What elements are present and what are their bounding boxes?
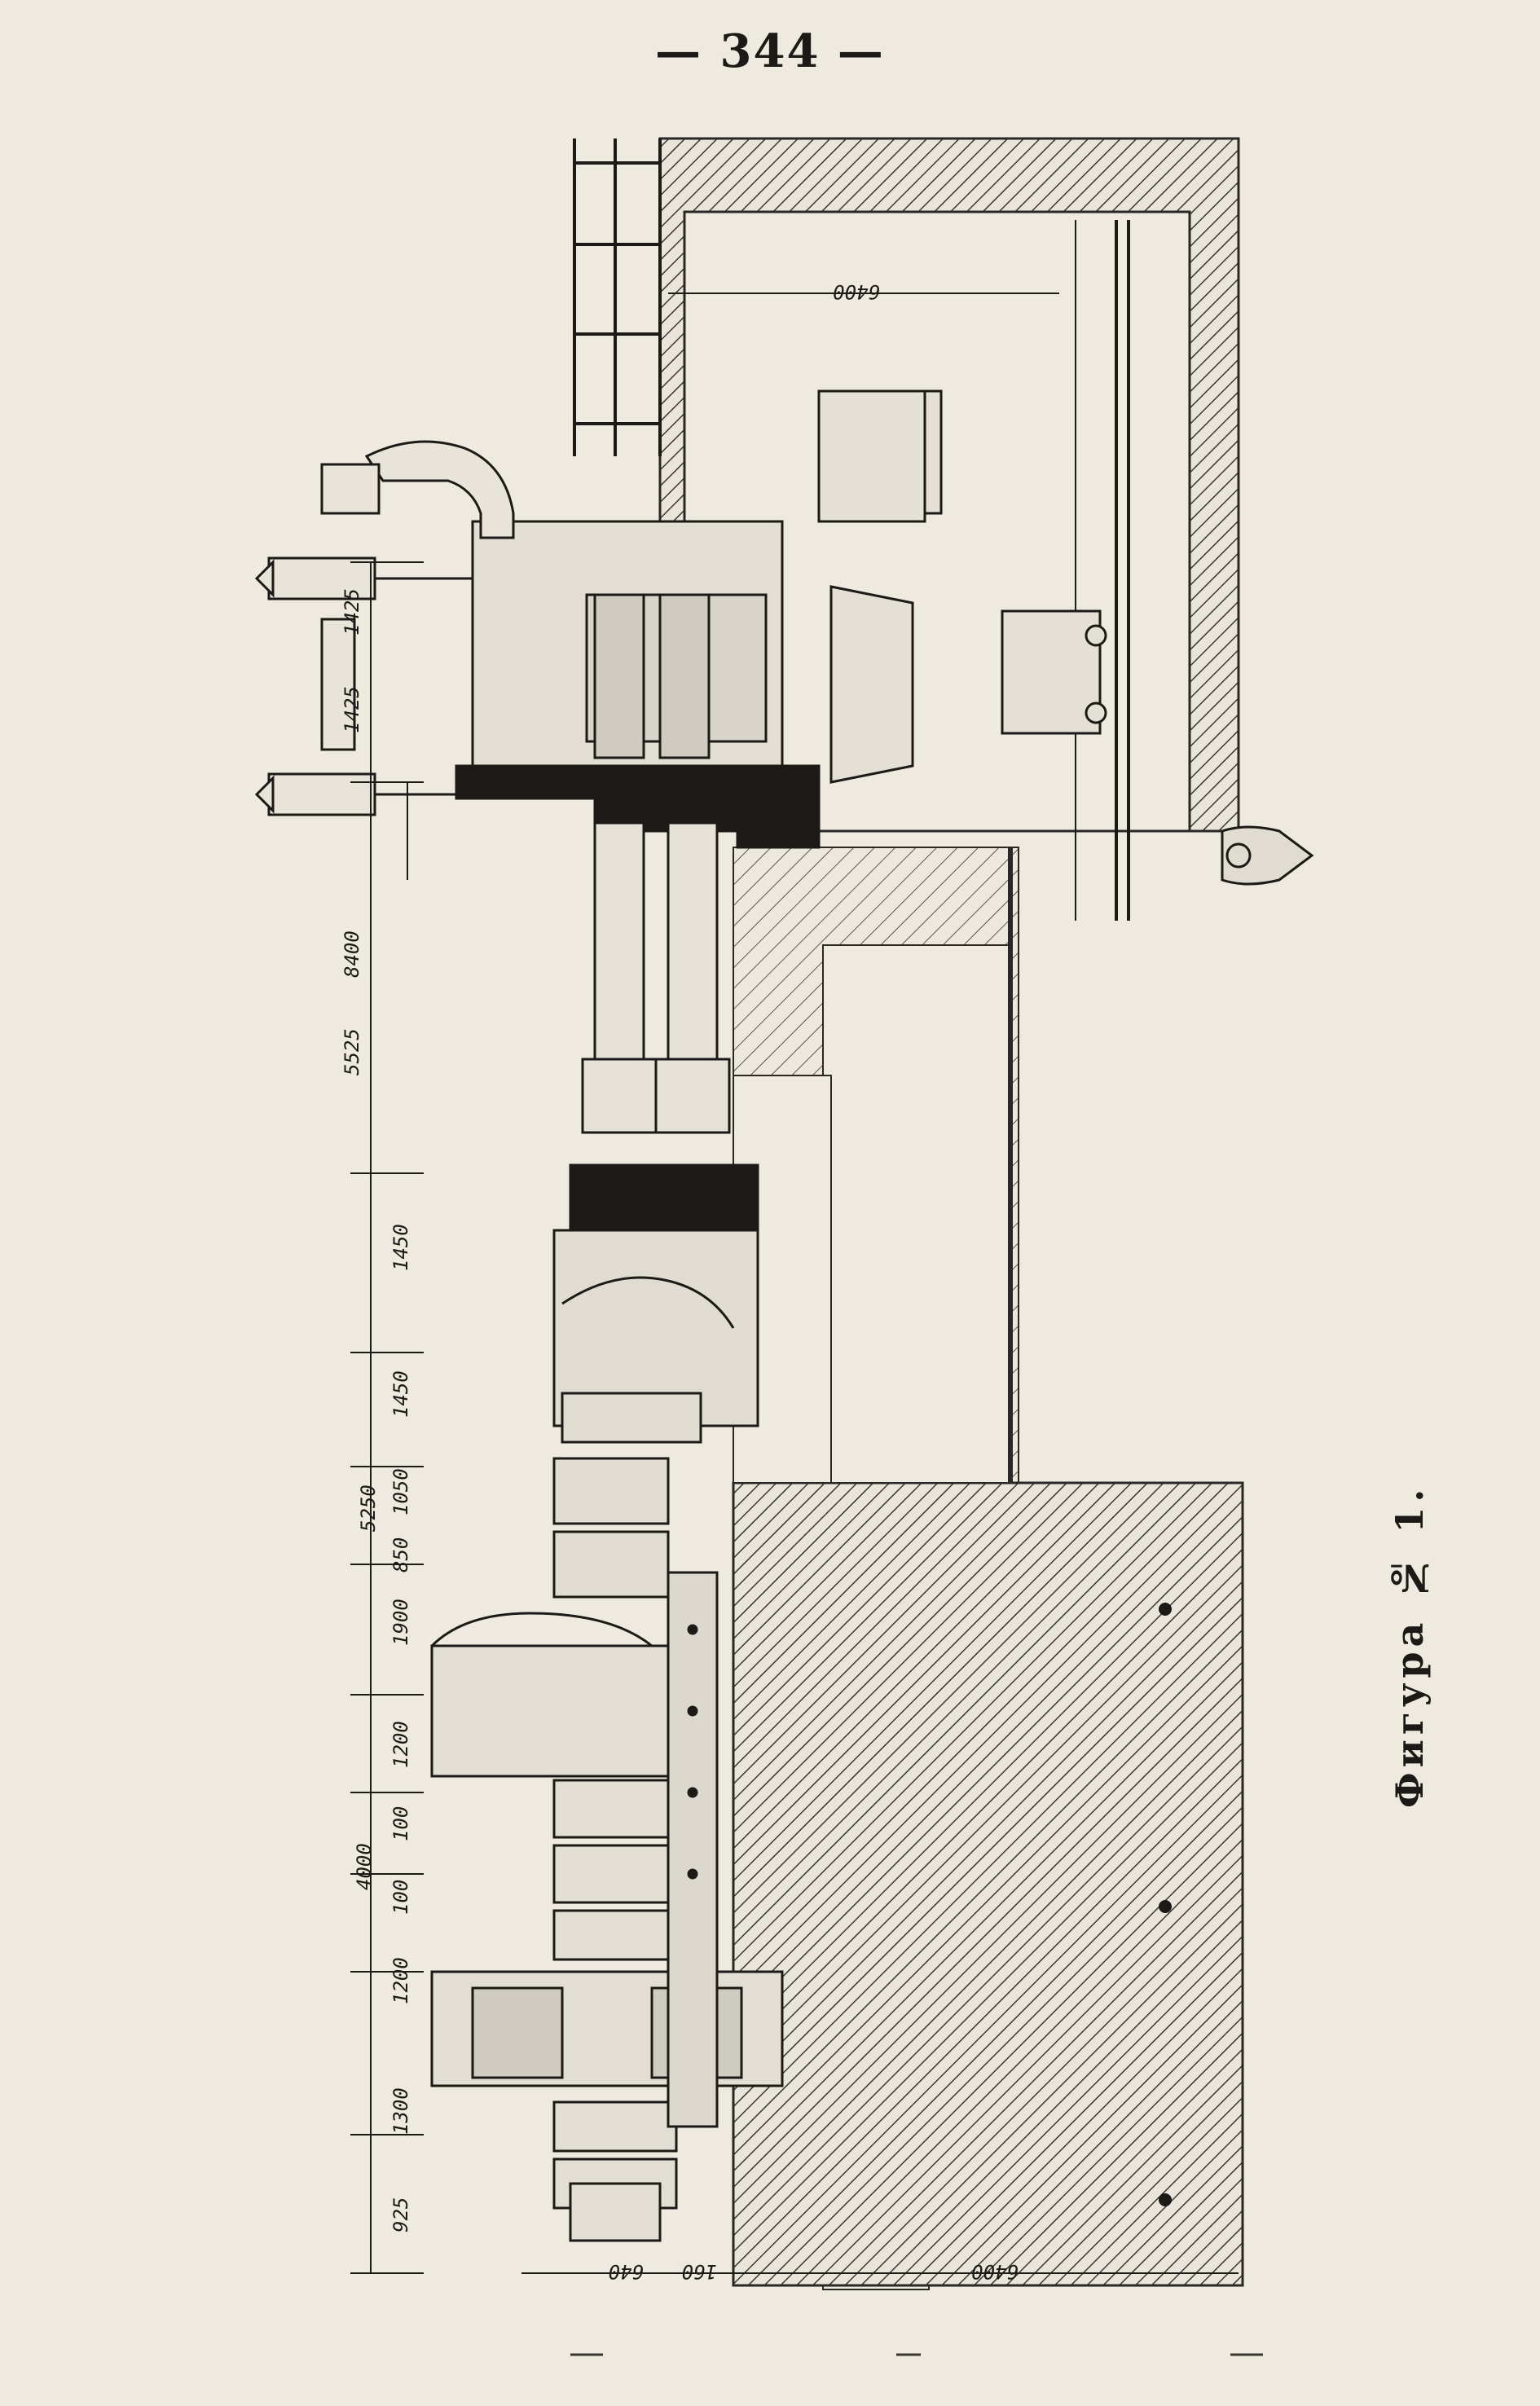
- columns: [569, 821, 759, 1232]
- dim-8400: 8400: [341, 930, 363, 978]
- engine-body: [455, 520, 821, 849]
- dim-1425-a: 1425: [341, 686, 363, 733]
- dim-1200-b: 1200: [389, 1957, 412, 2004]
- dim-1050: 1050: [389, 1468, 412, 1515]
- dim-1425-b: 1425: [341, 588, 363, 636]
- dim-1450-a: 1450: [389, 1224, 412, 1271]
- dim-1450-b: 1450: [389, 1370, 412, 1418]
- dim-4000: 4000: [353, 1843, 376, 1890]
- dim-bottom-b: 160: [682, 2260, 717, 2283]
- dim-5250: 5250: [357, 1485, 380, 1532]
- crane-hook: [1221, 825, 1314, 886]
- top-railing: [573, 139, 662, 456]
- central-housing: [552, 1229, 759, 1599]
- hoppers: [817, 389, 1107, 784]
- dim-bottom-a: 640: [609, 2260, 644, 2283]
- dim-1200-a: 1200: [389, 1721, 412, 1768]
- dim-bottom: 6400: [971, 2260, 1019, 2283]
- dim-850: 850: [389, 1537, 412, 1572]
- generators: [430, 1571, 784, 2242]
- dim-5525: 5525: [341, 1028, 363, 1075]
- foundation-bottom: [732, 847, 1244, 2287]
- left-dimension-labels: 1425 1425 8400 5525 1450 1450 1050 5250 …: [341, 588, 412, 2232]
- left-dimension-line: [350, 561, 424, 2274]
- page-number: — 344 —: [655, 24, 885, 78]
- dim-1900: 1900: [389, 1599, 412, 1646]
- dim-1300: 1300: [389, 2087, 412, 2135]
- dim-top: 6400: [833, 280, 880, 303]
- dim-100-a: 100: [389, 1806, 412, 1841]
- dim-925: 925: [389, 2197, 412, 2232]
- figure-caption: Фигура № 1.: [1388, 1484, 1432, 1808]
- crane-rail: [1075, 220, 1130, 921]
- dim-100-b: 100: [389, 1880, 412, 1915]
- steam-pipe: [254, 440, 515, 816]
